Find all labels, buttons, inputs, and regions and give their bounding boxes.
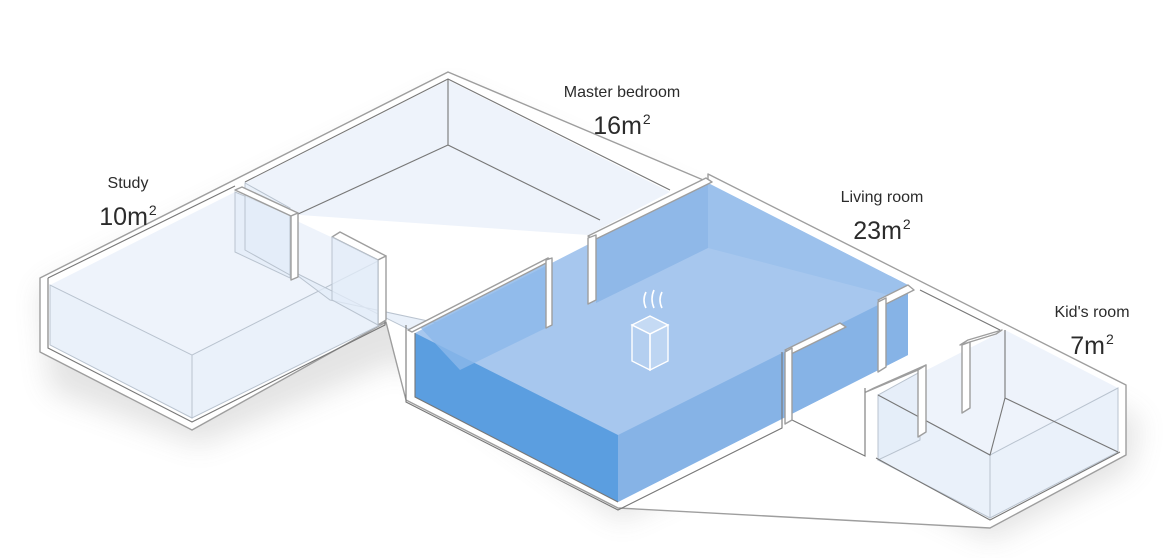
- room-area: 23m2: [853, 216, 911, 245]
- air-purifier-icon: [630, 289, 670, 372]
- label-living-room: Living room 23m2: [812, 188, 952, 247]
- living-room-front-right: [618, 290, 908, 502]
- room-area: 10m2: [99, 202, 157, 231]
- label-master-bedroom: Master bedroom 16m2: [532, 83, 712, 142]
- room-name: Kid's room: [1054, 304, 1130, 321]
- room-area: 16m2: [593, 111, 651, 140]
- kids-room: [791, 289, 1121, 521]
- label-study: Study 10m2: [78, 174, 178, 233]
- living-room-front-left: [415, 333, 618, 502]
- living-room: [405, 177, 915, 511]
- label-kids-room: Kid's room 7m2: [1032, 303, 1152, 362]
- room-name: Study: [107, 175, 149, 192]
- room-area: 7m2: [1070, 331, 1114, 360]
- room-name: Master bedroom: [563, 84, 681, 101]
- room-name: Living room: [840, 189, 924, 206]
